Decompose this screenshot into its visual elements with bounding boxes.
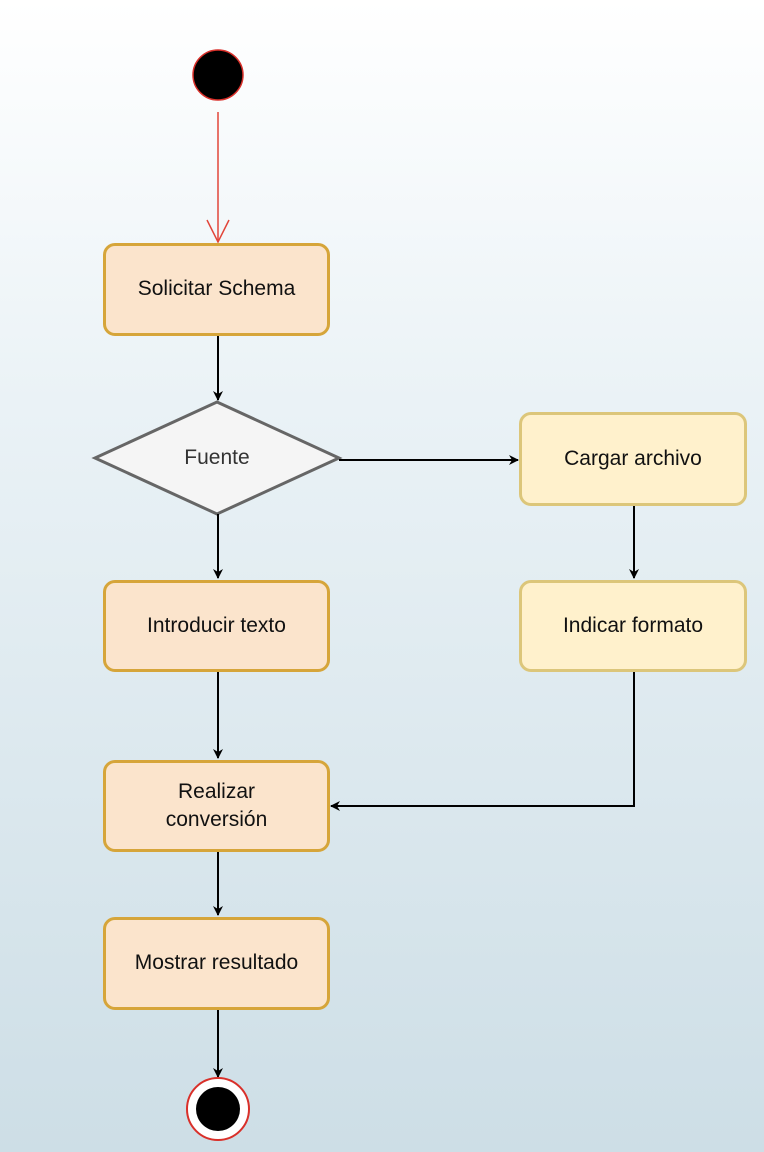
action-cargar-archivo: Cargar archivo xyxy=(519,412,747,506)
flow-indicar-to-realizar xyxy=(330,672,635,811)
action-realizar-conversion-label: Realizar conversión xyxy=(165,779,268,831)
final-node-core xyxy=(196,1087,240,1131)
action-introducir-texto-label: Introducir texto xyxy=(147,613,286,637)
action-introducir-texto: Introducir texto xyxy=(103,580,330,672)
decision-fuente-text: Fuente xyxy=(184,446,250,469)
action-solicitar-schema: Solicitar Schema xyxy=(103,243,330,336)
action-realizar-conversion: Realizar conversión xyxy=(103,760,330,852)
initial-flow-arrowhead xyxy=(206,219,230,244)
action-mostrar-resultado-label: Mostrar resultado xyxy=(134,951,299,975)
initial-node xyxy=(192,49,244,101)
action-indicar-formato-label: Indicar formato xyxy=(562,613,704,637)
action-mostrar-resultado: Mostrar resultado xyxy=(103,917,330,1010)
action-indicar-formato: Indicar formato xyxy=(519,580,747,672)
action-cargar-archivo-label: Cargar archivo xyxy=(564,446,702,470)
decision-fuente-label: Fuente xyxy=(95,402,339,514)
action-solicitar-schema-label: Solicitar Schema xyxy=(137,277,296,301)
